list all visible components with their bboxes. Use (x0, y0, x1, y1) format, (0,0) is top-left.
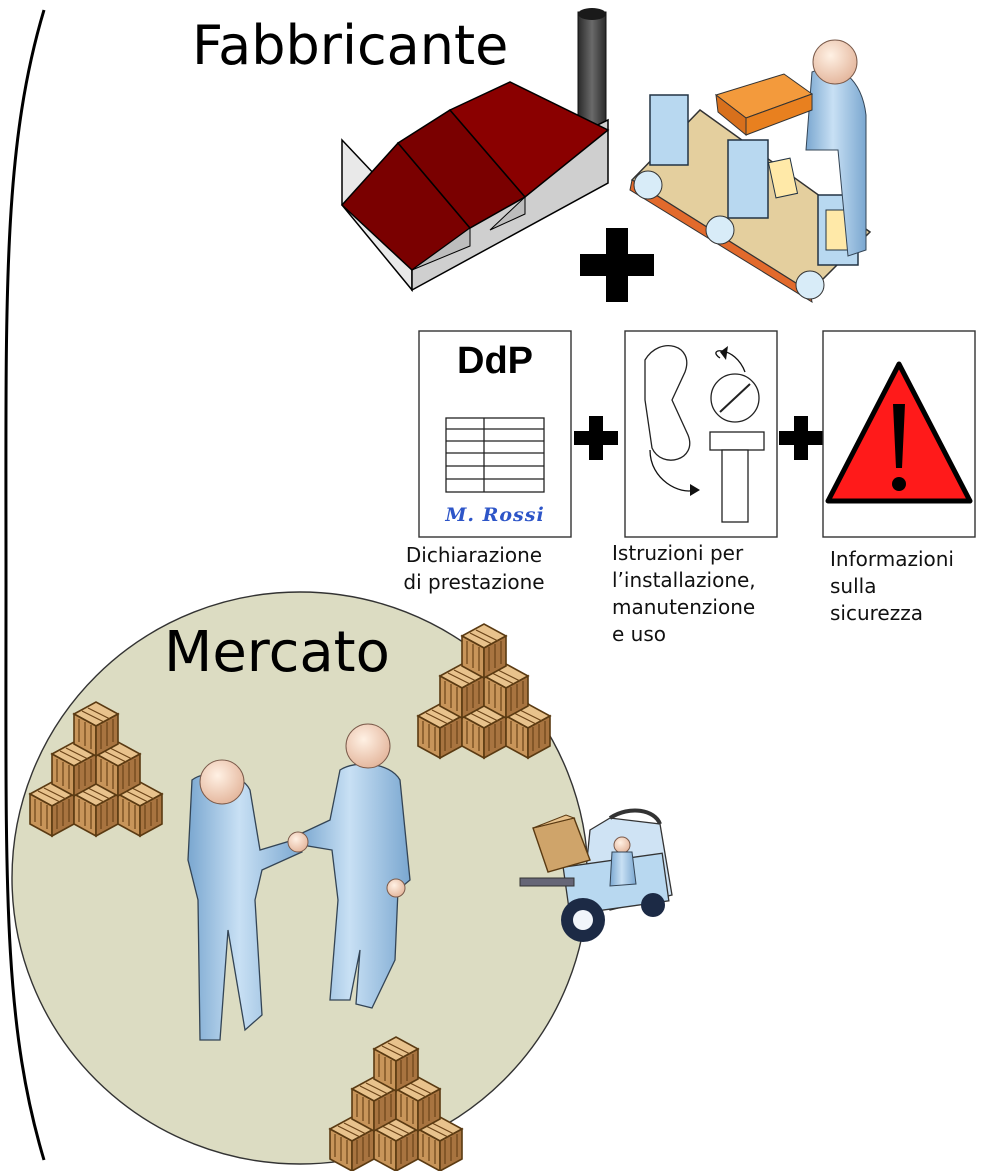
declaration-caption: Dichiarazione di prestazione (403, 543, 545, 594)
plus-icon (574, 416, 618, 460)
bolt-nut-instructions-icon (624, 330, 778, 538)
declaration-header: DdP (457, 340, 533, 382)
market-title: Mercato (164, 620, 390, 685)
forklift-icon (519, 808, 673, 942)
declaration-signature: M. Rossi (445, 504, 545, 526)
instructions-caption: Istruzioni per l’installazione, manutenz… (612, 541, 756, 646)
assembly-line-icon (629, 39, 872, 304)
plus-icon-large (580, 228, 654, 302)
handshake-people-icon (187, 723, 411, 1041)
plus-icon (779, 416, 823, 460)
factory-icon (340, 8, 610, 293)
left-brace (4, 9, 46, 1161)
manufacturer-title: Fabbricante (192, 14, 509, 77)
safety-info-caption: Informazioni sulla sicurezza (830, 547, 954, 625)
warning-triangle-icon (822, 330, 976, 538)
declaration-document-icon (418, 330, 572, 538)
